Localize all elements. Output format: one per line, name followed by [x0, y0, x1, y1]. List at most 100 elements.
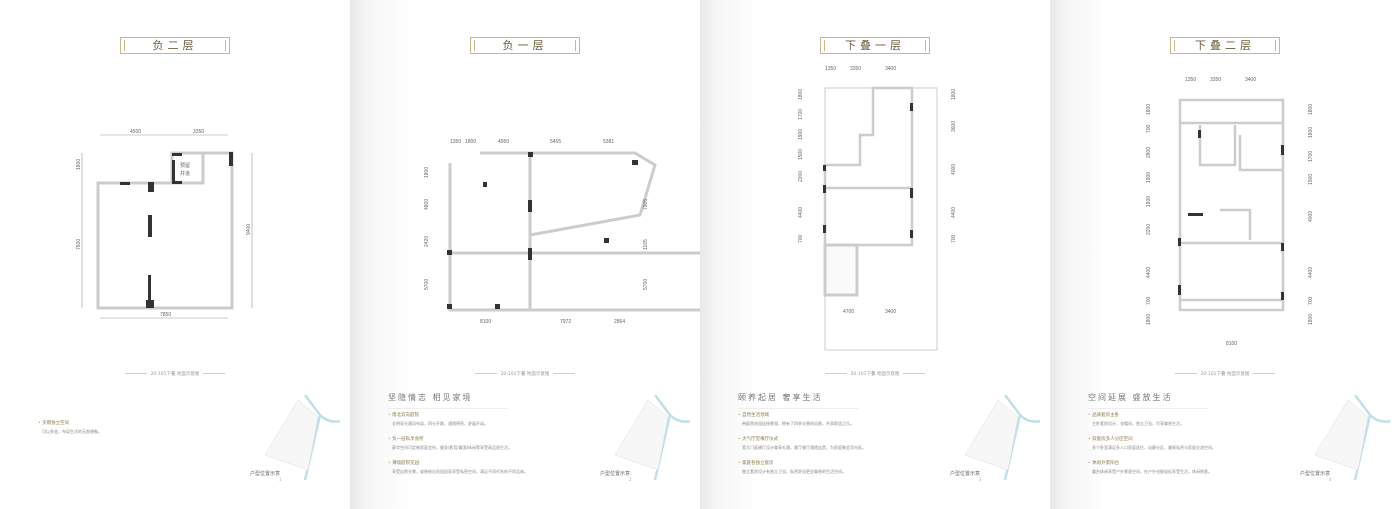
- dim-label: 3350: [1210, 77, 1221, 83]
- feature-title: 南北双向庭院: [388, 412, 578, 418]
- section-heading: 空间延展 盛放生活: [1088, 392, 1208, 409]
- site-location-map: 户型位置示意: [1300, 395, 1390, 481]
- feature-title: 休闲外景阳台: [1088, 460, 1278, 466]
- feature-desc: 宽大门庭横厅设计尊享礼遇，客厅餐厅通透连贯，为家庭聚会添光彩。: [742, 445, 866, 450]
- page-title: 下叠一层: [820, 37, 930, 54]
- site-location-map: 户型位置示意: [950, 395, 1040, 481]
- section-heading: 颐养起居 奢享生活: [738, 392, 858, 409]
- feature-title: 自然生活领域: [738, 412, 928, 418]
- dim-label: 1800: [1146, 196, 1152, 207]
- dim-label: 4950: [498, 139, 509, 145]
- plan-caption: 20-101下叠 地面示意图: [800, 371, 950, 377]
- dim-label: 1800: [424, 167, 430, 178]
- dim-label: 4000: [951, 164, 957, 175]
- dim-label: 1800: [798, 89, 804, 100]
- dim-label: 1165: [643, 239, 649, 250]
- dim-label: 700: [798, 234, 804, 243]
- dim-label: 2420: [424, 236, 430, 247]
- dim-label: 1800: [1308, 127, 1314, 138]
- map-label: 户型位置示意: [950, 470, 980, 477]
- dim-label: 2200: [798, 171, 804, 182]
- dim-label: 1350: [1185, 77, 1196, 83]
- dim-label: 4400: [1308, 267, 1314, 278]
- dim-label: 4400: [951, 207, 957, 218]
- dim-label: 4000: [1308, 211, 1314, 222]
- dim-label: 700: [951, 234, 957, 243]
- dim-label: 1800: [951, 89, 957, 100]
- dim-label: 7972: [560, 319, 571, 325]
- feature-desc: 主卧套房设计，衣帽间，独立卫浴，尽享尊贵生活。: [1092, 421, 1184, 426]
- dim-label: 1800: [76, 159, 82, 170]
- plan-caption: 20-101下叠 地面示意图: [450, 371, 600, 377]
- section-heading: 坚隐情志 相见家境: [388, 392, 508, 409]
- dim-label: 700: [1146, 296, 1152, 305]
- feature-desc: 独立套房设计有独立卫浴，私密舒适更显尊贵的生活空间。: [742, 469, 846, 474]
- floor-plan-b2: 4500 3350 预留 井道 1800 7600 9400 7850: [76, 129, 253, 319]
- dim-label: 2200: [1146, 224, 1152, 235]
- dim-label: 1800: [1308, 314, 1314, 325]
- dim-label: 5455: [550, 139, 561, 145]
- plan-caption: 20-101下叠 地面示意图: [100, 371, 250, 377]
- dim-label: 3400: [885, 309, 896, 315]
- map-label: 户型位置示意: [600, 470, 630, 477]
- dim-label: 4400: [798, 207, 804, 218]
- page-basement-2: 负二层 4500 3350 预留 井道 1800 7600 9400 7850 …: [0, 0, 350, 509]
- dim-label: 4800: [424, 199, 430, 210]
- dim-label: 1350: [450, 139, 461, 145]
- dim-label: 5700: [424, 279, 430, 290]
- map-label: 户型位置示意: [1300, 470, 1330, 477]
- dim-label: 1500: [1308, 174, 1314, 185]
- dim-label: 7600: [76, 239, 82, 250]
- feature-title: 双套房多人分区空间: [1088, 436, 1278, 442]
- floor-plan-l1: 1350 3350 3400 1800 1700 1900 1500 2200 …: [798, 66, 957, 351]
- feature-title: 薄墙庭院花园: [388, 460, 578, 466]
- feature-title: 家庭各独立套房: [738, 460, 928, 466]
- page-title: 负二层: [120, 37, 230, 54]
- dim-label: 4700: [843, 309, 854, 315]
- dim-label: 1900: [798, 129, 804, 140]
- page-lower-floor-1: 下叠一层 1350 3350 3400 1800 1700 1900 1500 …: [700, 0, 1050, 509]
- page-number: 4: [1329, 477, 1332, 482]
- site-location-map: 户型位置示意: [600, 395, 690, 481]
- page-lower-floor-2: 下叠二层 1350 3350 3400 1800 700 2800 1900 1…: [1050, 0, 1400, 509]
- dim-label: 3350: [193, 129, 204, 135]
- dim-label: 4500: [130, 129, 141, 135]
- feature-desc: 享受自然光景，或装修出花园居家享受私密空间，满足不同代系的不同品味。: [392, 469, 528, 474]
- dim-label: 1800: [1308, 104, 1314, 115]
- page-number: 2: [629, 477, 632, 482]
- feature-title: 负一层私享会所: [388, 436, 578, 442]
- dim-label: 2800: [1146, 147, 1152, 158]
- dim-label: 3400: [885, 66, 896, 72]
- feature-desc: 多个卧室满足多人口家庭居住，动静分区，兼顾私密与家庭交流空间。: [1092, 445, 1216, 450]
- dim-label: 1700: [798, 109, 804, 120]
- plan-caption: 20-101下叠 地面示意图: [1150, 371, 1300, 377]
- page-title: 负一层: [470, 37, 580, 54]
- dim-label: 1500: [798, 149, 804, 160]
- dim-label: 4400: [1146, 267, 1152, 278]
- feature-desc: 可以多变，布局生活的无限想象。: [42, 429, 102, 434]
- dim-label: 3400: [1245, 77, 1256, 83]
- site-location-map: 户型位置示意: [250, 395, 340, 481]
- map-label: 户型位置示意: [250, 470, 280, 477]
- feature-desc: 全明采光通风布局，四分开敞，通透明亮，舒展开阔。: [392, 421, 488, 426]
- dim-label: 7850: [160, 312, 171, 318]
- page-number: 1: [279, 477, 282, 482]
- feature-desc: 带庭院花园连接景观，拥有了四季交替的风景，共享群居之乐。: [742, 421, 854, 426]
- floor-plan-b1: 1350 1800 4950 5455 5381 1800 4800 2420 …: [424, 139, 700, 325]
- floor-plan-l2: 1350 3350 3400 1800 700 2800 1900 1800 2…: [1146, 77, 1314, 347]
- page-title: 下叠二层: [1170, 37, 1280, 54]
- dim-label: 1800: [1146, 314, 1152, 325]
- feature-title: 买赠独立空间: [38, 420, 228, 426]
